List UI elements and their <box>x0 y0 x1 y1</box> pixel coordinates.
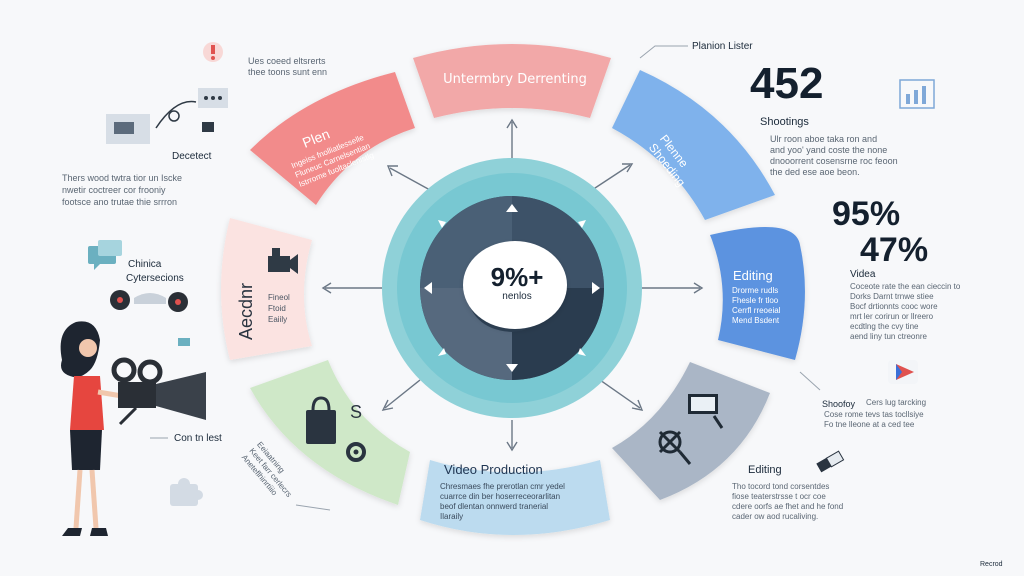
segment-right <box>710 227 805 360</box>
usb-icon <box>816 450 845 473</box>
segment-left <box>221 218 312 360</box>
director-chair-icon <box>658 430 692 465</box>
stat-452: 452 <box>750 59 824 108</box>
alert-icon <box>203 42 223 62</box>
play-icon <box>888 360 918 384</box>
left-description: Thers wood twtra tior un Iscke nwetir co… <box>62 173 183 207</box>
center-disc <box>463 241 567 329</box>
segment-bottom-body: Chresmaes fhe prerotlan cmr yedel cuarrc… <box>440 482 565 521</box>
shoofoy-description: Cers lug tarcking <box>866 398 927 407</box>
segment-lower-left-label: S <box>350 402 363 422</box>
segment-bottom <box>420 460 610 535</box>
video-description: Coceote rate the ean cieccin to Dorks Da… <box>850 282 961 341</box>
segment-left-title: Aecdnr <box>236 282 256 340</box>
segment-right-body: Drorme rudls Fhesle fr tloo Cerrfl rreoe… <box>732 286 781 325</box>
decetect-label: Decetect <box>172 151 212 162</box>
chat-bubble-icon <box>88 240 122 270</box>
left-top-note: Ues coeed eltsrerts thee toons sunt enn <box>248 56 328 77</box>
film-reel-icon <box>110 290 188 312</box>
shootings-label: Shootings <box>760 116 809 128</box>
planion-label: Planion Lister <box>692 41 753 52</box>
videographer-illustration <box>60 321 206 536</box>
segment-upper-left <box>250 72 415 205</box>
chinica-label: Chinica <box>128 259 162 270</box>
segment-upper-right <box>612 70 775 220</box>
shootings-description: Ulr roon aboe taka ron and and yoo' yand… <box>770 134 898 177</box>
segment-bottom-title: Video Production <box>444 462 543 477</box>
shopping-bag-icon <box>306 396 336 444</box>
segment-lower-right <box>612 362 770 500</box>
center-label: nenlos <box>502 291 532 302</box>
monitor-icon <box>688 394 724 429</box>
footer-mark: Recrod <box>980 561 1003 568</box>
gear-icon <box>346 442 366 462</box>
chart-icon <box>899 79 935 109</box>
contest-label: Con tn lest <box>174 433 222 444</box>
arrows <box>321 118 704 452</box>
stat-95: 95% <box>832 195 901 233</box>
editing-description: Tho tocord tond corsentdes fiose teaters… <box>732 482 844 521</box>
segment-left-body: Fineol Ftoid Eaiily <box>268 293 290 324</box>
center-value: 9%+ <box>490 262 544 292</box>
chat-small-icon <box>178 338 190 346</box>
segment-top <box>413 44 611 118</box>
puzzle-piece-icon <box>170 478 203 506</box>
segment-top-title: Untermbry Derrenting <box>443 72 587 87</box>
camera-network-icon <box>106 88 228 144</box>
shoofoy-label: Shoofoy <box>822 399 856 409</box>
shoofoy-description-more: Cose rome tevs tas tocllsiye Fo tne lleo… <box>824 410 924 429</box>
video-label: Videa <box>850 269 876 280</box>
editing-label: Editing <box>748 464 782 476</box>
clapper-icon <box>268 248 298 274</box>
segment-right-title: Editing <box>733 268 773 283</box>
cytersions-label: Cytersecions <box>126 273 184 284</box>
stat-47: 47% <box>860 231 929 269</box>
